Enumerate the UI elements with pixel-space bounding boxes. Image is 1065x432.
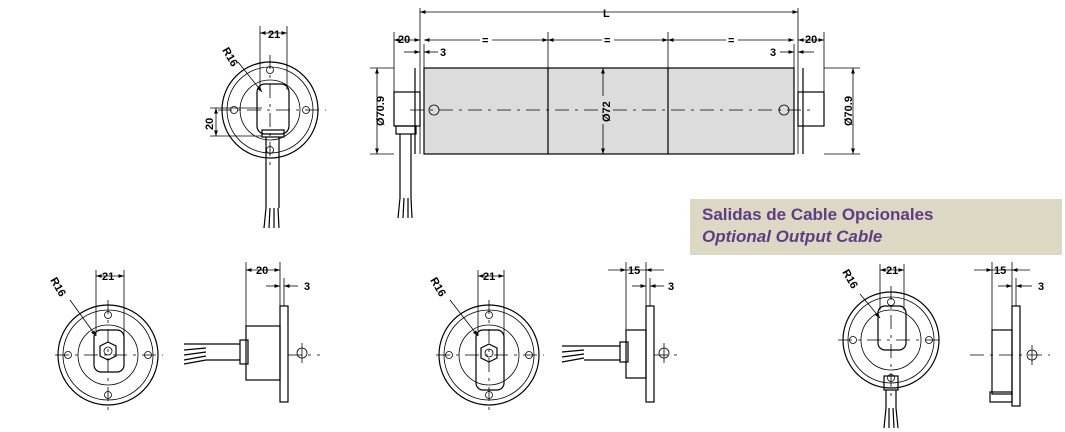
option-2-radius-label: R16 (427, 276, 447, 299)
option-3-dim-15: 15 (994, 265, 1006, 277)
top-end-dim-21: 21 (268, 29, 280, 41)
top-end-dim-20: 20 (204, 118, 216, 130)
dim-20-left: 20 (398, 34, 410, 46)
option-1-radius-label: R16 (47, 276, 67, 299)
dim-equal-1: = (482, 35, 488, 47)
top-end-view: 21 R16 20 (204, 26, 326, 229)
dim-equal-3: = (728, 35, 734, 47)
option-2-dim-3: 3 (668, 281, 674, 293)
caption-english: Optional Output Cable (702, 227, 883, 246)
option-1-dim-21: 21 (102, 271, 114, 283)
option-3-dim-21: 21 (886, 265, 898, 277)
option-3-end-view: 21 R16 (838, 264, 944, 429)
option-1-side-view: 20 3 (183, 262, 320, 403)
dim-diameter-left: Ø70.9 (375, 96, 387, 126)
dim-equal-2: = (604, 35, 610, 47)
main-side-view: L 20 3 = = = 3 20 Ø70.9 (370, 8, 860, 219)
option-2-end-view: 21 R16 (427, 270, 544, 410)
option-3-radius-label: R16 (839, 268, 859, 291)
dim-20-right: 20 (805, 34, 817, 46)
optional-output-cable-caption: Salidas de Cable Opcionales Optional Out… (690, 199, 1062, 255)
dim-L: L (603, 8, 610, 20)
option-3-dim-3: 3 (1038, 281, 1044, 293)
option-2-dim-15: 15 (628, 265, 640, 277)
option-1-end-view: 21 R16 (47, 270, 163, 410)
dim-diameter-center: Ø72 (601, 101, 613, 122)
option-2-dim-21: 21 (483, 271, 495, 283)
option-1-dim-3: 3 (304, 281, 310, 293)
option-1-dim-20: 20 (256, 265, 268, 277)
caption-spanish: Salidas de Cable Opcionales (702, 205, 934, 224)
dim-3-right: 3 (770, 47, 776, 59)
option-3-side-view: 15 3 (970, 262, 1050, 407)
option-2-side-view: 15 3 (561, 262, 680, 403)
dim-diameter-right: Ø70.9 (843, 96, 855, 126)
top-end-radius-label: R16 (219, 46, 239, 69)
dim-3-left: 3 (440, 47, 446, 59)
